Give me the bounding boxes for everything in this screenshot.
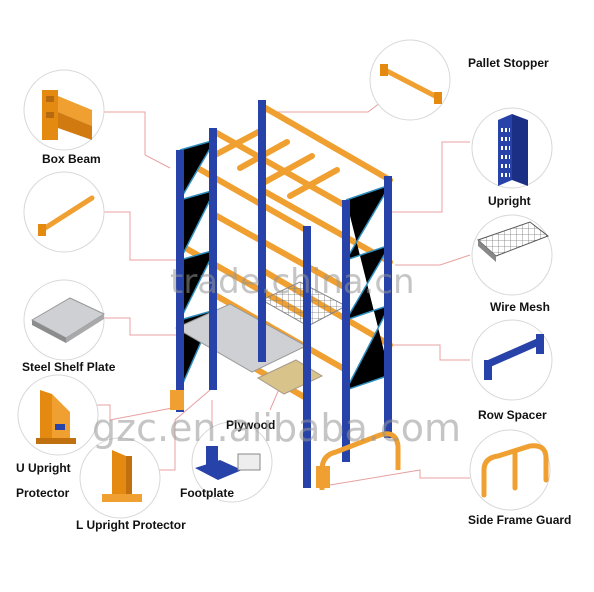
steel-shelf-plate-icon	[30, 297, 106, 343]
l-upright-protector-icon	[102, 450, 142, 502]
callout-steel-plate	[95, 317, 180, 336]
label-u-upright-line2: Protector	[16, 486, 70, 500]
callout-box-beam	[97, 111, 171, 169]
rack-uprights	[176, 100, 392, 488]
callout-l-protector	[150, 389, 211, 471]
label-upright: Upright	[488, 194, 531, 208]
circle-pallet-stopper	[369, 39, 451, 121]
callout-guard	[329, 469, 470, 486]
callout-upright	[390, 141, 470, 213]
label-row-spacer: Row Spacer	[478, 408, 547, 422]
watermark-trade: trade.china.cn	[170, 262, 415, 302]
upright-icon	[498, 114, 528, 186]
circle-wire-mesh	[471, 214, 553, 296]
circle-guard	[469, 429, 551, 511]
row-spacer-icon	[484, 334, 544, 380]
label-steel-shelf-plate: Steel Shelf Plate	[22, 360, 116, 374]
label-plywood: Plywood	[226, 418, 276, 432]
pallet-stopper-icon	[380, 64, 442, 104]
callout-wire-mesh	[395, 254, 471, 266]
callout-tie	[97, 211, 180, 261]
tie-beam-icon	[38, 195, 95, 236]
box-beam-icon	[42, 90, 92, 140]
wire-mesh-icon	[477, 221, 550, 262]
footplate-icon	[195, 446, 261, 480]
watermark-alibaba: gzc.en.alibaba.com	[92, 406, 462, 450]
label-wire-mesh: Wire Mesh	[490, 300, 550, 314]
circle-footplate	[191, 421, 273, 503]
rack-structure	[170, 100, 401, 490]
label-l-upright-protector: L Upright Protector	[76, 518, 186, 532]
rack-side-guard	[319, 431, 401, 490]
circle-tie	[23, 171, 105, 253]
label-pallet-stopper: Pallet Stopper	[468, 56, 549, 70]
label-side-frame-guard: Side Frame Guard	[468, 513, 572, 527]
callout-row-spacer	[390, 344, 470, 361]
u-upright-protector-icon	[36, 390, 76, 444]
side-frame-guard-icon	[481, 443, 549, 498]
label-box-beam: Box Beam	[42, 152, 101, 166]
rack-plywood	[256, 359, 324, 395]
label-u-upright-line1: U Upright	[16, 461, 71, 475]
label-footplate: Footplate	[180, 486, 234, 500]
